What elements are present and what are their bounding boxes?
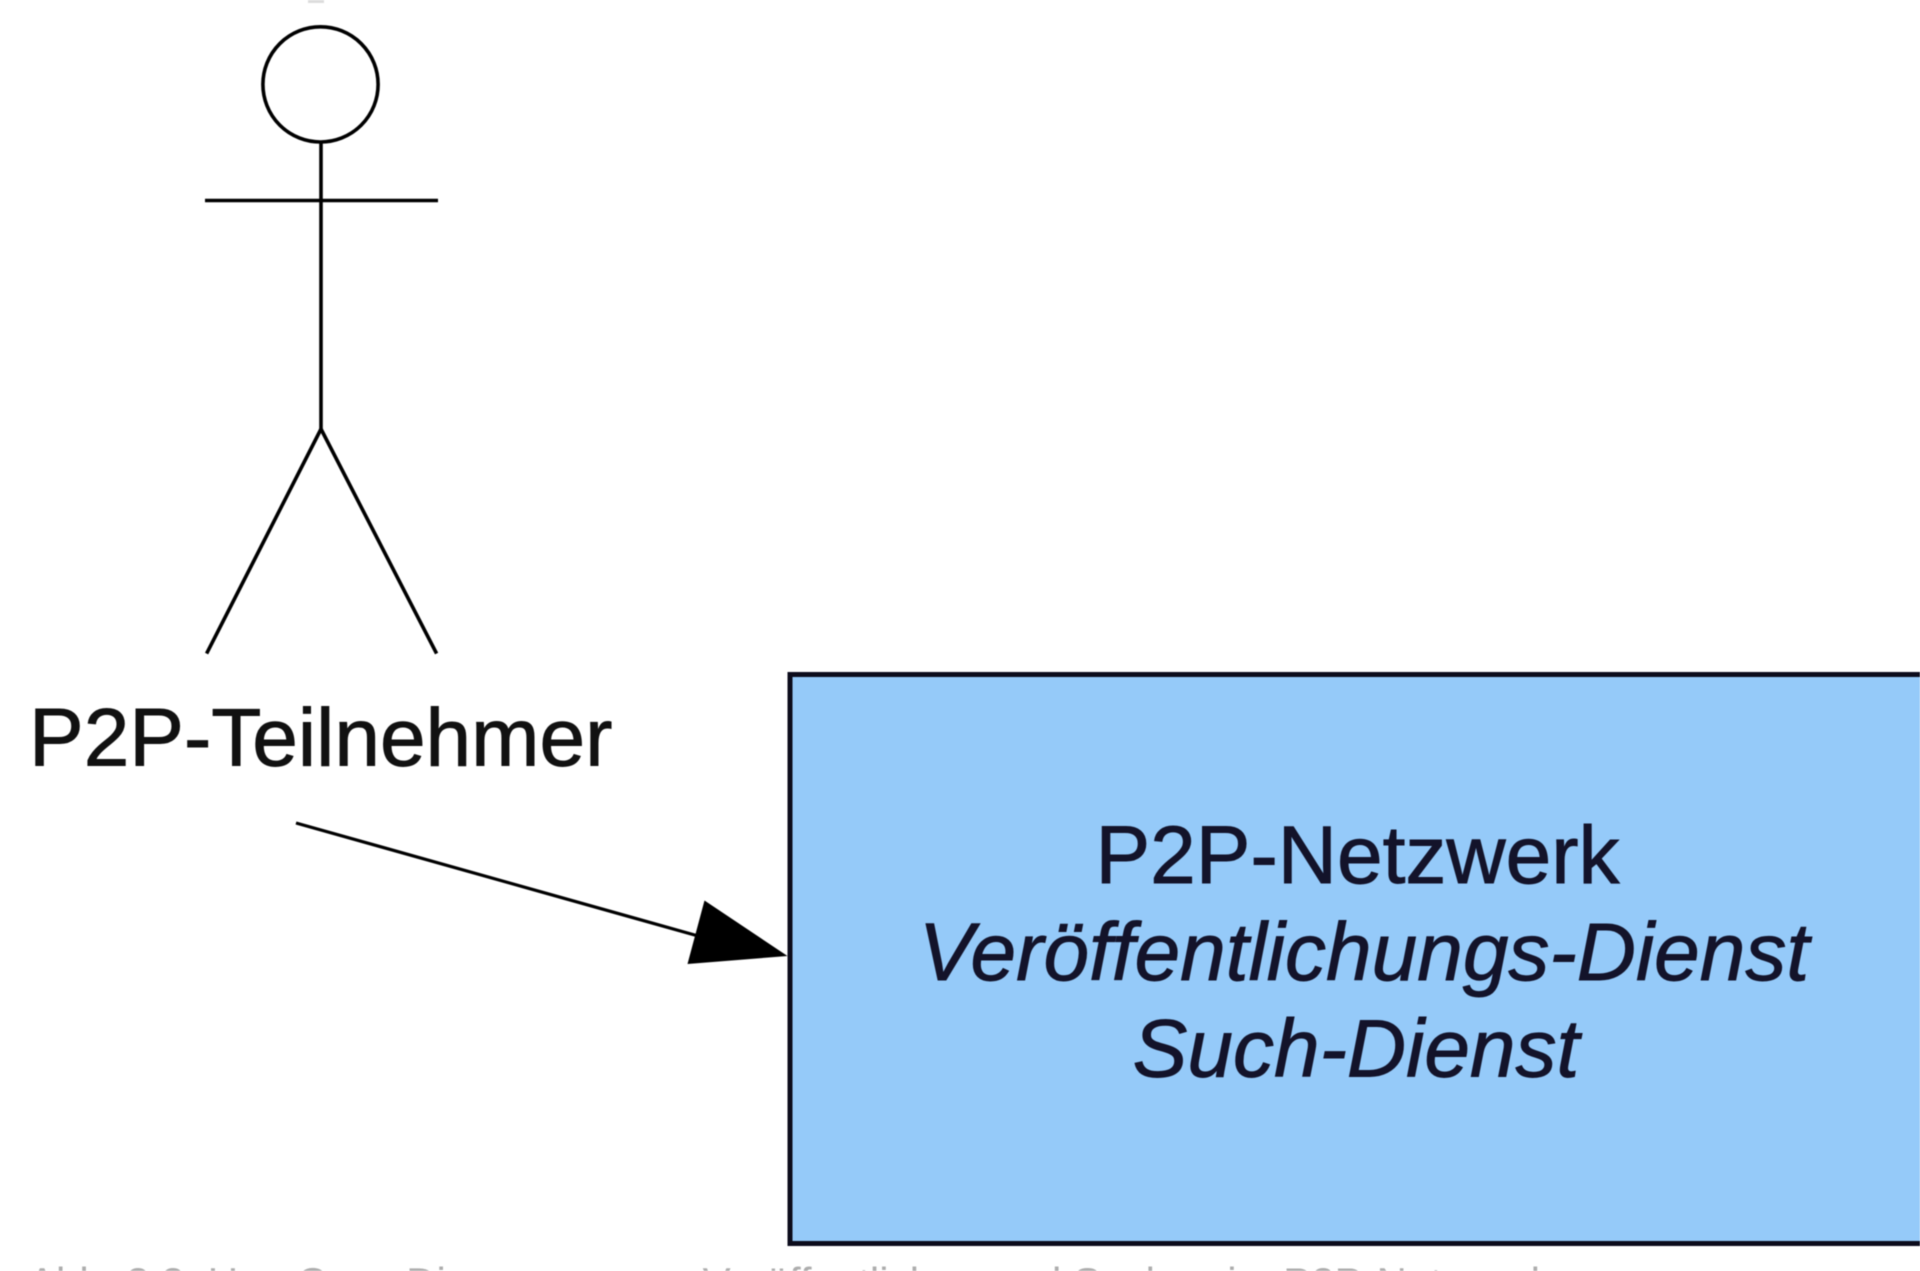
svg-text:P2P-Netzwerk: P2P-Netzwerk (1095, 810, 1620, 901)
svg-text:Such-Dienst: Such-Dienst (1133, 1004, 1583, 1095)
svg-text:Abb. 2.2: Use-Case Diagramm zu: Abb. 2.2: Use-Case Diagramm zum Veröffen… (28, 1259, 1553, 1271)
svg-text:Veröffentlichungs-Dienst: Veröffentlichungs-Dienst (919, 907, 1813, 998)
svg-text:P2P-Teilnehmer: P2P-Teilnehmer (29, 693, 612, 784)
